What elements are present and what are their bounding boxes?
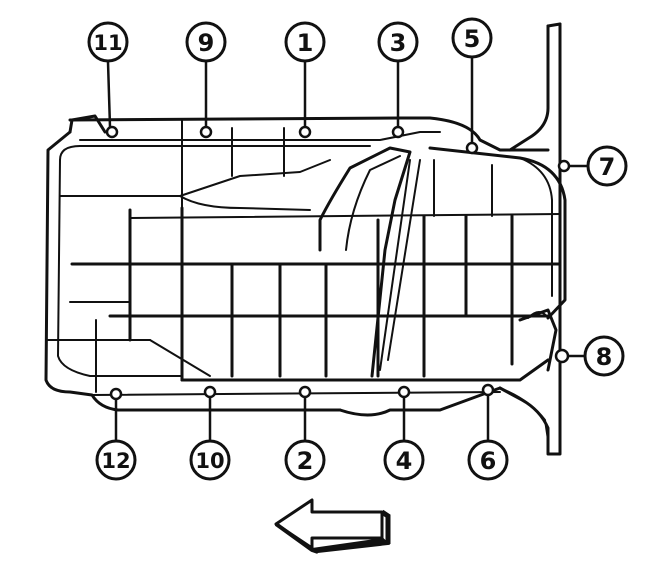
bolt-hole-9 xyxy=(199,125,213,139)
callout-10: 10 xyxy=(189,439,231,481)
bolt-hole-8 xyxy=(554,348,570,364)
bolt-hole-4 xyxy=(397,385,411,399)
callout-9: 9 xyxy=(185,21,227,63)
bolt-hole-1 xyxy=(298,125,312,139)
callout-12: 12 xyxy=(95,439,137,481)
svg-text:8: 8 xyxy=(596,343,613,371)
callout-8: 8 xyxy=(583,335,625,377)
svg-text:6: 6 xyxy=(480,447,497,475)
callout-4: 4 xyxy=(383,439,425,481)
svg-text:10: 10 xyxy=(195,449,224,473)
callout-1: 1 xyxy=(284,21,326,63)
oil-pan-ribs xyxy=(45,119,562,393)
svg-text:12: 12 xyxy=(101,449,130,473)
svg-text:3: 3 xyxy=(390,29,407,57)
svg-text:9: 9 xyxy=(198,29,215,57)
callout-7: 7 xyxy=(586,145,628,187)
svg-text:4: 4 xyxy=(396,447,413,475)
bolt-hole-3 xyxy=(391,125,405,139)
callout-6: 6 xyxy=(467,439,509,481)
left-arrow-icon xyxy=(274,498,391,554)
bolt-hole-10 xyxy=(203,385,217,399)
bolt-hole-2 xyxy=(298,385,312,399)
svg-text:2: 2 xyxy=(297,447,314,475)
svg-text:1: 1 xyxy=(297,29,314,57)
bolt-hole-11 xyxy=(105,125,119,139)
bolt-hole-12 xyxy=(109,387,123,401)
callout-5: 5 xyxy=(451,17,493,59)
bolt-hole-5 xyxy=(465,141,479,155)
svg-text:5: 5 xyxy=(464,25,481,53)
leader-lines xyxy=(106,58,588,440)
callout-3: 3 xyxy=(377,21,419,63)
svg-text:11: 11 xyxy=(93,31,122,55)
svg-text:7: 7 xyxy=(599,153,616,181)
callout-11: 11 xyxy=(87,21,129,63)
bolt-hole-7 xyxy=(557,159,571,173)
callout-2: 2 xyxy=(284,439,326,481)
bolt-hole-6 xyxy=(481,383,495,397)
